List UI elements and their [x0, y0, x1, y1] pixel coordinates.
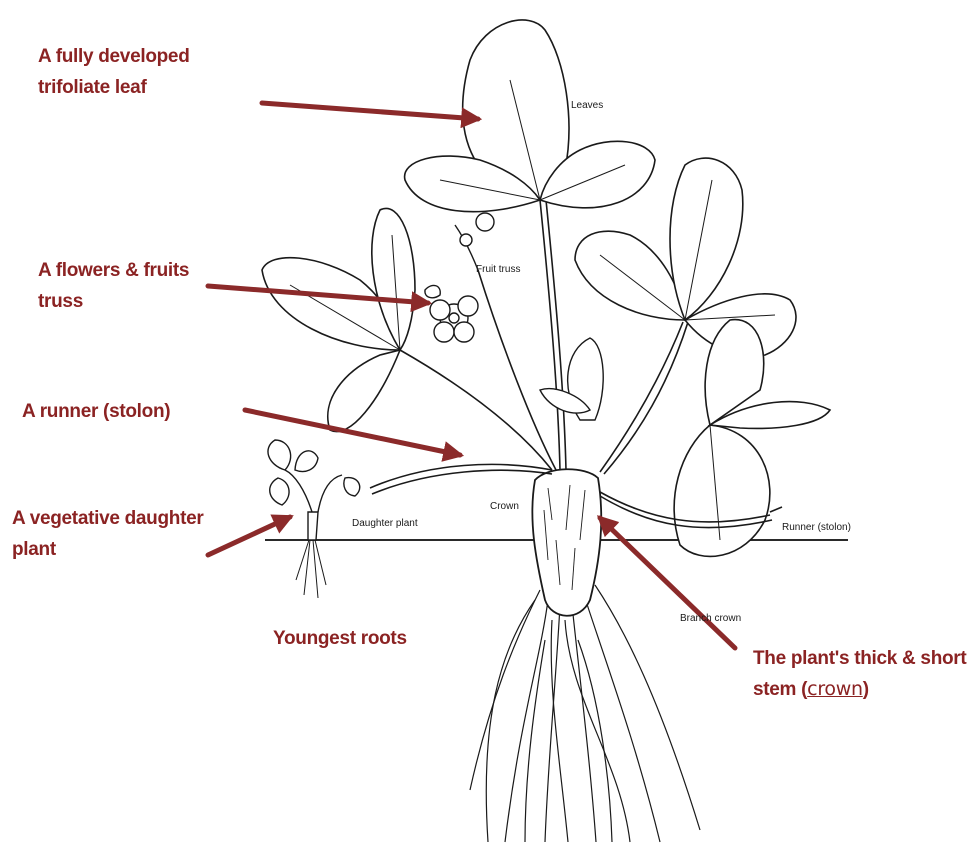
callout-daughter-line1: A vegetative daughter	[12, 503, 204, 534]
callout-daughter-line2: plant	[12, 534, 204, 565]
callout-runner-line1: A runner (stolon)	[22, 396, 170, 427]
root-system	[470, 585, 700, 842]
callout-daughter: A vegetative daughter plant	[12, 503, 204, 565]
arrow-leaf	[262, 103, 478, 119]
callout-stem: The plant's thick & short stem (crown)	[753, 643, 966, 705]
callout-stem-crown-word: crown	[807, 678, 863, 700]
label-runner: Runner (stolon)	[782, 522, 851, 533]
crown-stem	[532, 469, 601, 616]
callout-truss: A flowers & fruits truss	[38, 255, 189, 317]
daughter-plant	[268, 440, 360, 540]
callout-truss-line1: A flowers & fruits	[38, 255, 189, 286]
label-leaves: Leaves	[571, 100, 603, 111]
callout-roots: Youngest roots	[273, 623, 407, 654]
callout-stem-suffix: )	[863, 679, 869, 700]
callout-stem-line1: The plant's thick & short	[753, 643, 966, 674]
label-fruit-truss: Fruit truss	[476, 264, 520, 275]
callout-truss-line2: truss	[38, 286, 189, 317]
daughter-roots	[296, 540, 326, 598]
callout-leaf: A fully developed trifoliate leaf	[38, 41, 190, 103]
label-crown: Crown	[490, 501, 519, 512]
callout-roots-line1: Youngest roots	[273, 623, 407, 654]
flower-truss	[425, 213, 494, 342]
callout-stem-line2: stem (crown)	[753, 674, 966, 705]
callout-stem-prefix: stem (	[753, 679, 807, 700]
leaf-left	[262, 208, 415, 431]
label-branch-crown: Branch crown	[680, 613, 741, 624]
young-leaf-center	[540, 338, 603, 420]
callout-leaf-line2: trifoliate leaf	[38, 72, 190, 103]
label-daughter-plant: Daughter plant	[352, 518, 418, 529]
arrow-daughter	[208, 517, 290, 555]
callout-leaf-line1: A fully developed	[38, 41, 190, 72]
callout-runner: A runner (stolon)	[22, 396, 170, 427]
